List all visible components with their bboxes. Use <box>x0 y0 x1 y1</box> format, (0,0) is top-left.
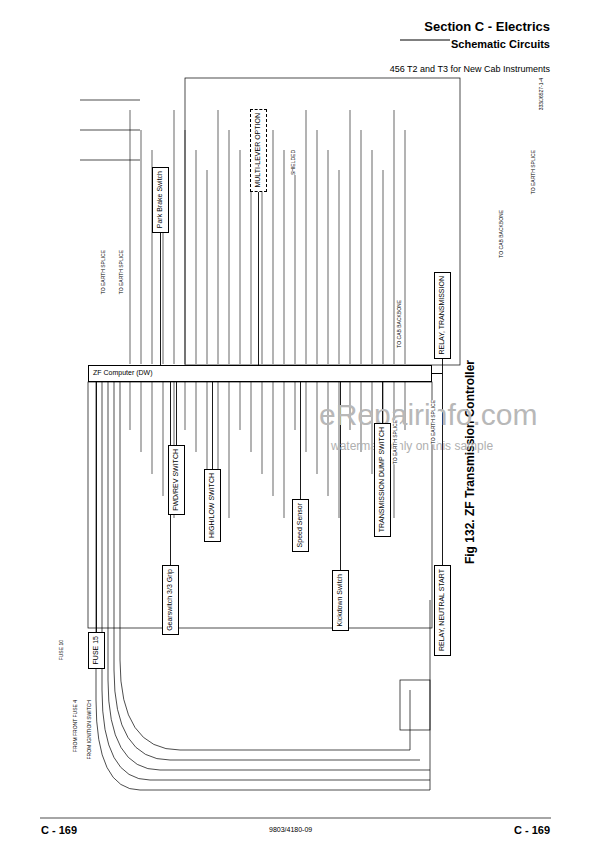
page-text: 333/J6527-1-4 <box>538 78 546 110</box>
component-box: RELAY, TRANSMISSION <box>434 272 451 359</box>
component-box: HIGH/LOW SWITCH <box>204 469 221 542</box>
wire-label: FUSE 10 <box>58 640 66 660</box>
wire-label: FROM FRONT FUSE 4 <box>72 700 80 752</box>
wire-connector <box>258 192 259 365</box>
component-label: FWD/REV SWITCH <box>172 449 180 511</box>
component-label: RELAY, NEUTRAL START <box>438 569 446 651</box>
wire-label: TO EARTH SPLICE <box>392 420 400 464</box>
wire-label: TO CAB BACKBONE <box>396 300 404 348</box>
wire-connector <box>160 233 161 365</box>
component-box: Gearswitch 3/3 Grip <box>162 565 179 635</box>
component-box: FWD/REV SWITCH <box>168 445 185 515</box>
wire-label: SHIELDED <box>290 150 298 175</box>
component-label: Gearswitch 3/3 Grip <box>166 569 174 631</box>
component-box: Park Brake Switch <box>152 167 169 233</box>
wire-label: TO CAB BACKBONE <box>498 210 506 258</box>
component-box: RELAY, NEUTRAL START <box>434 565 451 656</box>
wire-connector <box>212 382 213 469</box>
figure-caption: Fig 132. ZF Transmission Controller <box>463 360 479 564</box>
watermark: watermark only on this sample <box>330 440 494 454</box>
page-text: C - 169 <box>513 824 551 837</box>
wire-label: TO EARTH SPLICE <box>530 150 538 194</box>
wire-label: TO EARTH SPLICE <box>118 250 126 294</box>
watermark: eRepairinfo.com <box>318 398 538 433</box>
component-label: Park Brake Switch <box>156 171 164 228</box>
component-box: FUSE 15 <box>88 632 105 669</box>
component-box: Speed Sensor <box>292 499 309 552</box>
component-label: Kickdown Switch <box>336 574 344 627</box>
page-text: 9803/4180-09 <box>268 826 313 834</box>
component-label: ZF Computer (DW) <box>93 369 153 377</box>
component-box: MULTI-LEVER OPTION <box>250 109 267 192</box>
wire-connector <box>300 382 301 499</box>
wire-connector <box>176 382 177 445</box>
page-text: Schematic Circuits <box>450 38 551 51</box>
component-label: MULTI-LEVER OPTION <box>254 113 262 188</box>
component-label: HIGH/LOW SWITCH <box>208 473 216 538</box>
wire-label: TO EARTH SPLICE <box>430 400 438 444</box>
component-label: RELAY, TRANSMISSION <box>438 276 446 355</box>
page-text: C - 169 <box>40 824 78 837</box>
wire-label: FROM IGNITION SWITCH <box>86 700 94 759</box>
component-label: FUSE 15 <box>92 636 100 664</box>
component-box: Kickdown Switch <box>332 570 349 631</box>
component-box: TRANSMISSION DUMP SWITCH <box>374 423 391 537</box>
section-title: Section C - Electrics <box>423 20 551 35</box>
component-label: TRANSMISSION DUMP SWITCH <box>378 427 386 532</box>
wire-connector <box>432 359 443 374</box>
wire-connector <box>96 382 97 632</box>
wire-label: TO EARTH SPLICE <box>100 250 108 294</box>
page-text: 456 T2 and T3 for New Cab Instruments <box>389 64 551 74</box>
component-label: Speed Sensor <box>296 503 304 547</box>
controller-box: ZF Computer (DW) <box>88 365 432 382</box>
